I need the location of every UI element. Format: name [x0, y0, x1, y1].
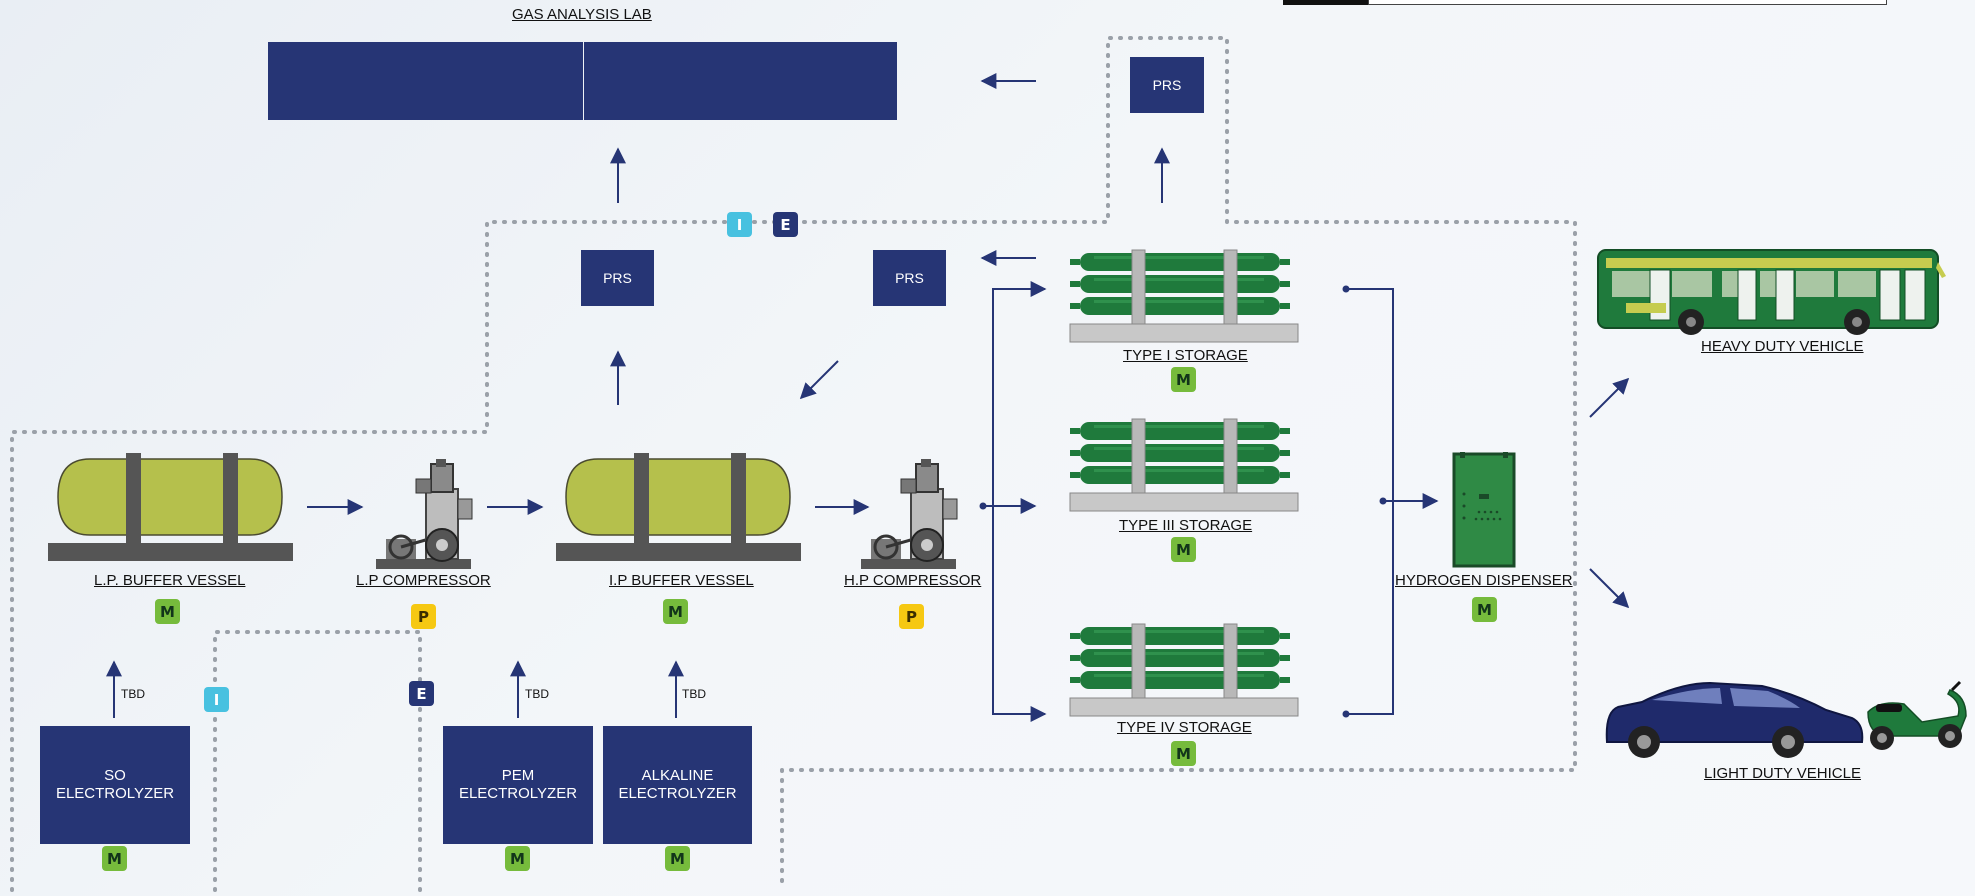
dispenser-label: HYDROGEN DISPENSER [1395, 572, 1573, 589]
badge-m-type4: M [1171, 741, 1196, 766]
pem-electrolyzer-box: PEM ELECTROLYZER [443, 726, 593, 844]
dispenser-icon [1452, 452, 1516, 568]
type1-storage-icon [1070, 250, 1298, 342]
header-tab-frame [1368, 0, 1887, 5]
alkaline-electrolyzer-box: ALKALINE ELECTROLYZER [603, 726, 752, 844]
type1-storage-label: TYPE I STORAGE [1123, 347, 1248, 364]
pem-electrolyzer-line2: ELECTROLYZER [458, 785, 578, 802]
lp-compressor-label: L.P COMPRESSOR [356, 572, 491, 589]
car-icon [1605, 681, 1864, 758]
lp-buffer-vessel-icon [47, 452, 294, 562]
badge-e-lower: E [409, 681, 434, 706]
so-electrolyzer-line1: SO [104, 767, 126, 784]
so-electrolyzer-line2: ELECTROLYZER [55, 785, 175, 802]
badge-m-pem: M [505, 846, 530, 871]
badge-i-lower: I [204, 687, 229, 712]
scooter-icon [1867, 680, 1967, 750]
gas-lab-panel-left [268, 42, 583, 120]
arrow-to-light [1589, 568, 1630, 609]
badge-i-top: I [727, 212, 752, 237]
gas-lab-title: GAS ANALYSIS LAB [512, 6, 652, 23]
lp-compressor-icon [374, 457, 474, 571]
ip-buffer-label: I.P BUFFER VESSEL [609, 572, 754, 589]
so-tbd-label: TBD [121, 687, 145, 701]
badge-m-type3: M [1171, 537, 1196, 562]
prs-label: PRS [1152, 77, 1182, 93]
badge-e-top: E [773, 212, 798, 237]
badge-m-ip-buffer: M [663, 599, 688, 624]
pem-tbd-label: TBD [525, 687, 549, 701]
badge-m-dispenser: M [1472, 597, 1497, 622]
ip-buffer-vessel-icon [555, 452, 802, 562]
heavy-vehicle-label: HEAVY DUTY VEHICLE [1701, 338, 1864, 355]
alkaline-electrolyzer-line2: ELECTROLYZER [618, 785, 737, 802]
type4-storage-icon [1070, 624, 1298, 716]
badge-m-alkaline: M [665, 846, 690, 871]
bus-icon [1597, 249, 1946, 335]
type3-storage-icon [1070, 419, 1298, 511]
header-tab-active [1283, 0, 1368, 5]
gas-lab-panel-right [584, 42, 897, 120]
type4-storage-label: TYPE IV STORAGE [1117, 719, 1252, 736]
prs-label: PRS [895, 270, 924, 286]
light-vehicle-label: LIGHT DUTY VEHICLE [1704, 765, 1861, 782]
badge-m-lp-buffer: M [155, 599, 180, 624]
zone-border-inner [213, 630, 422, 892]
arrow-to-heavy [1589, 377, 1630, 418]
prs-box-right: PRS [873, 250, 946, 306]
alkaline-electrolyzer-line1: ALKALINE [641, 767, 714, 784]
badge-p-hp-compressor: P [899, 604, 924, 629]
prs-box-top: PRS [1130, 57, 1204, 113]
hp-compressor-icon [859, 457, 959, 571]
badge-m-type1: M [1171, 367, 1196, 392]
arrow-prs-to-ip [799, 360, 839, 400]
pem-electrolyzer-line1: PEM [501, 767, 535, 784]
prs-label: PRS [603, 270, 632, 286]
zone-border-main [10, 36, 1577, 892]
lp-buffer-label: L.P. BUFFER VESSEL [94, 572, 246, 589]
hp-compressor-label: H.P COMPRESSOR [844, 572, 982, 589]
alk-tbd-label: TBD [682, 687, 706, 701]
type3-storage-label: TYPE III STORAGE [1119, 517, 1253, 534]
prs-box-left: PRS [581, 250, 654, 306]
so-electrolyzer-box: SO ELECTROLYZER [40, 726, 190, 844]
badge-p-lp-compressor: P [411, 604, 436, 629]
badge-m-so: M [102, 846, 127, 871]
